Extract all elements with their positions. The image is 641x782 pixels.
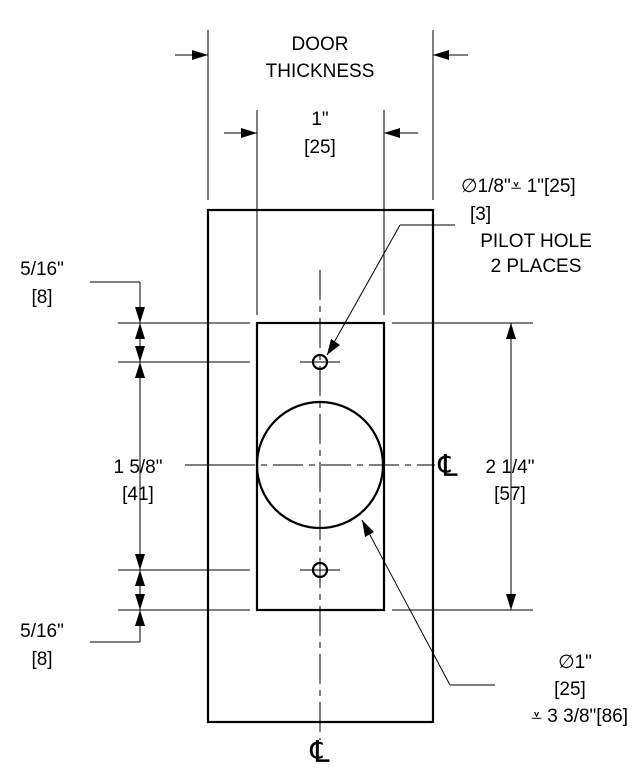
bore-leader [361,519,451,686]
spacing-label-mm: [41] [122,484,154,505]
left-dim-arrow-2 [135,323,145,339]
pilot-label-2: 2 PLACES [491,256,582,277]
left-dim-arrow-8 [135,610,145,626]
bottom-edge-label-in: 5/16" [20,621,64,642]
bore-leader-arrow [362,520,374,537]
offset-label-in: 1" [311,109,328,130]
left-dim-arrow-5 [135,554,145,570]
bore-depth-label: ⩡ 3 3/8"[86] [531,706,628,727]
left-dim-arrow-3 [135,346,145,362]
bore-label-mm: [25] [554,679,586,700]
pilot-leader-arrow [327,339,340,355]
pilot-leader [326,224,401,356]
left-dim-arrow-4 [135,362,145,378]
mortise-dim-right-arrow [384,128,400,138]
bottom-edge-label-mm: [8] [31,649,52,670]
offset-label-mm: [25] [304,137,336,158]
height-label-in: 2 1/4" [485,457,534,478]
left-dim-arrow-7 [135,594,145,610]
left-dim-arrow-6 [135,570,145,586]
door-dim-right-arrow [433,50,449,60]
left-dim-arrow-1 [135,307,145,323]
centerline-symbol-right: ℄ [437,450,458,483]
pilot-callout-in: ∅1/8"⩡ 1"[25] [461,176,576,197]
spacing-label-in: 1 5/8" [113,457,162,478]
right-dim-arrow-bottom [506,594,516,610]
mortise-dim-left-arrow [241,128,257,138]
bore-label-in: ∅1" [558,652,592,673]
centerline-symbol-bottom: ℄ [309,736,330,769]
pilot-callout-mm: [3] [470,204,491,225]
height-label-mm: [57] [494,484,526,505]
pilot-label-1: PILOT HOLE [480,231,592,252]
top-edge-label-in: 5/16" [20,259,64,280]
door-thickness-label-2: THICKNESS [266,61,375,82]
right-dim-arrow-top [506,323,516,339]
top-edge-label-mm: [8] [31,287,52,308]
door-dim-left-arrow [192,50,208,60]
door-thickness-label-1: DOOR [292,34,349,55]
